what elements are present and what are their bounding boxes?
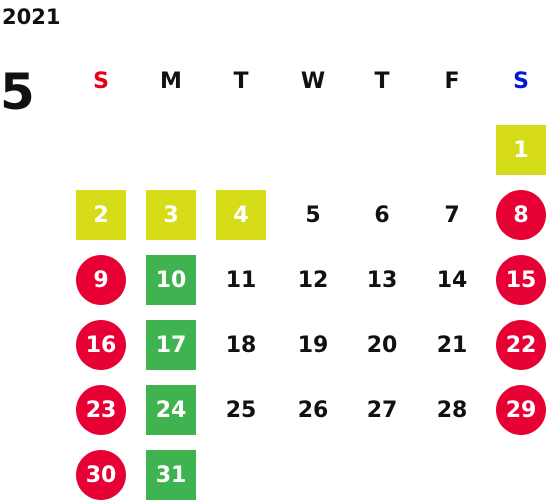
calendar-day-5: 5 bbox=[305, 202, 321, 228]
calendar-day-9: 9 bbox=[76, 255, 126, 305]
calendar-month: 5 bbox=[0, 63, 35, 121]
calendar-day-11: 11 bbox=[225, 267, 257, 293]
calendar-day-22: 22 bbox=[496, 320, 546, 370]
calendar-day-10: 10 bbox=[146, 255, 196, 305]
calendar-day-6: 6 bbox=[374, 202, 390, 228]
calendar-day-18: 18 bbox=[225, 332, 257, 358]
calendar-day-21: 21 bbox=[436, 332, 468, 358]
calendar-day-23: 23 bbox=[76, 385, 126, 435]
weekday-wednesday: W bbox=[300, 69, 326, 94]
calendar-day-7: 7 bbox=[444, 202, 460, 228]
calendar-day-14: 14 bbox=[436, 267, 468, 293]
weekday-tuesday: T bbox=[233, 69, 249, 94]
calendar-day-1: 1 bbox=[496, 125, 546, 175]
weekday-monday: M bbox=[160, 69, 182, 94]
calendar-day-2: 2 bbox=[76, 190, 126, 240]
calendar-day-17: 17 bbox=[146, 320, 196, 370]
calendar-year: 2021 bbox=[2, 5, 61, 29]
calendar-day-8: 8 bbox=[496, 190, 546, 240]
calendar-day-4: 4 bbox=[216, 190, 266, 240]
calendar-day-29: 29 bbox=[496, 385, 546, 435]
calendar-day-20: 20 bbox=[366, 332, 398, 358]
calendar-day-12: 12 bbox=[297, 267, 329, 293]
calendar-day-15: 15 bbox=[496, 255, 546, 305]
calendar-day-19: 19 bbox=[297, 332, 329, 358]
weekday-thursday: T bbox=[374, 69, 390, 94]
calendar-day-30: 30 bbox=[76, 450, 126, 500]
weekday-sunday: S bbox=[93, 69, 109, 94]
calendar-day-31: 31 bbox=[146, 450, 196, 500]
calendar-day-16: 16 bbox=[76, 320, 126, 370]
weekday-saturday: S bbox=[513, 69, 529, 94]
calendar-day-13: 13 bbox=[366, 267, 398, 293]
calendar-day-26: 26 bbox=[297, 397, 329, 423]
calendar-day-28: 28 bbox=[436, 397, 468, 423]
calendar-day-25: 25 bbox=[225, 397, 257, 423]
calendar-day-24: 24 bbox=[146, 385, 196, 435]
calendar-day-3: 3 bbox=[146, 190, 196, 240]
calendar-day-27: 27 bbox=[366, 397, 398, 423]
weekday-friday: F bbox=[444, 69, 460, 94]
